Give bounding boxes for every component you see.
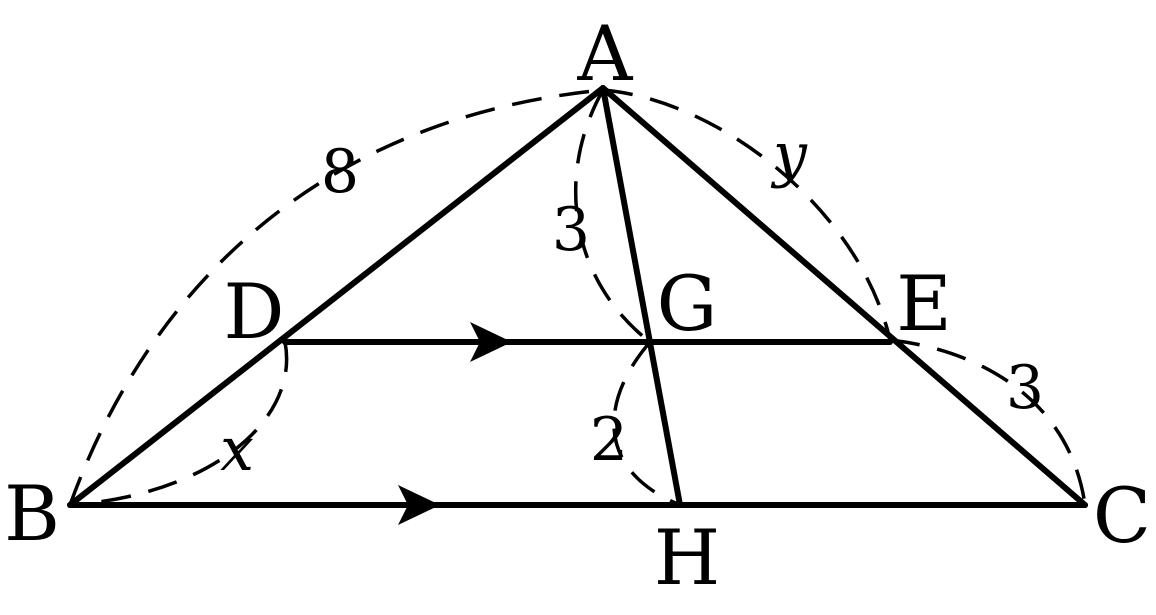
point-label-a: A <box>577 9 634 98</box>
point-label-c: C <box>1093 471 1151 560</box>
point-label-h: H <box>654 513 720 602</box>
point-label-e: E <box>896 259 951 348</box>
parallel-arrow-bc <box>398 485 440 525</box>
point-label-b: B <box>4 469 60 558</box>
measure-label-gh: 2 <box>590 405 628 475</box>
point-label-g: G <box>657 259 718 348</box>
measure-label-ab: 8 <box>321 137 359 207</box>
segment-ab <box>67 85 606 508</box>
arc-ab-measure <box>68 88 604 506</box>
arc-ag-measure <box>573 89 652 344</box>
point-label-d: D <box>224 267 285 356</box>
measure-label-db: x <box>220 415 254 485</box>
arc-db-measure <box>69 341 289 507</box>
measure-label-ec: 3 <box>1006 353 1044 423</box>
parallel-arrow-de <box>470 322 512 362</box>
arc-ae-measure <box>602 88 892 341</box>
arc-gh-measure <box>612 340 681 507</box>
measure-label-ag: 3 <box>552 195 590 265</box>
measure-label-ae: y <box>770 120 808 190</box>
segment-ah <box>600 85 683 508</box>
segment-ac <box>600 85 1088 508</box>
